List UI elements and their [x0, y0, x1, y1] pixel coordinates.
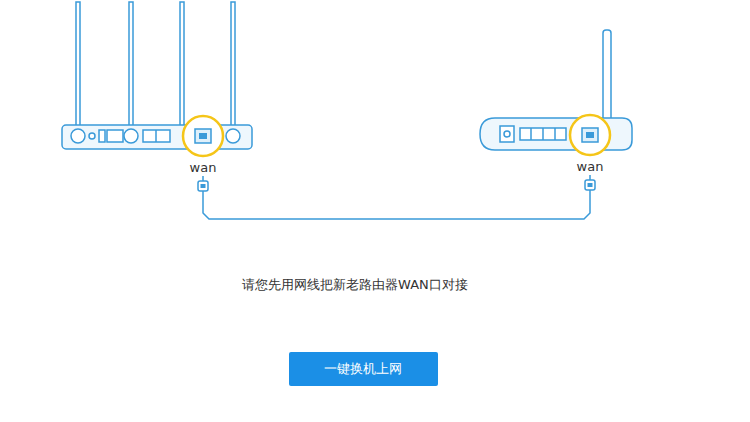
port-highlight — [180, 114, 226, 158]
wan-port: wan — [176, 114, 230, 176]
port-label: wan — [176, 160, 230, 176]
action-button: 一键换机上网 — [289, 352, 438, 386]
new-router — [62, 2, 252, 149]
port-label: wan — [563, 159, 617, 175]
wan-port: wan — [563, 113, 617, 175]
button-label: 一键换机上网 — [289, 352, 438, 386]
instruction-text: 请您先用网线把新老路由器WAN口对接 — [242, 277, 468, 293]
port-highlight — [567, 113, 613, 157]
cable-plugs — [198, 180, 595, 191]
network-cable — [203, 175, 590, 219]
